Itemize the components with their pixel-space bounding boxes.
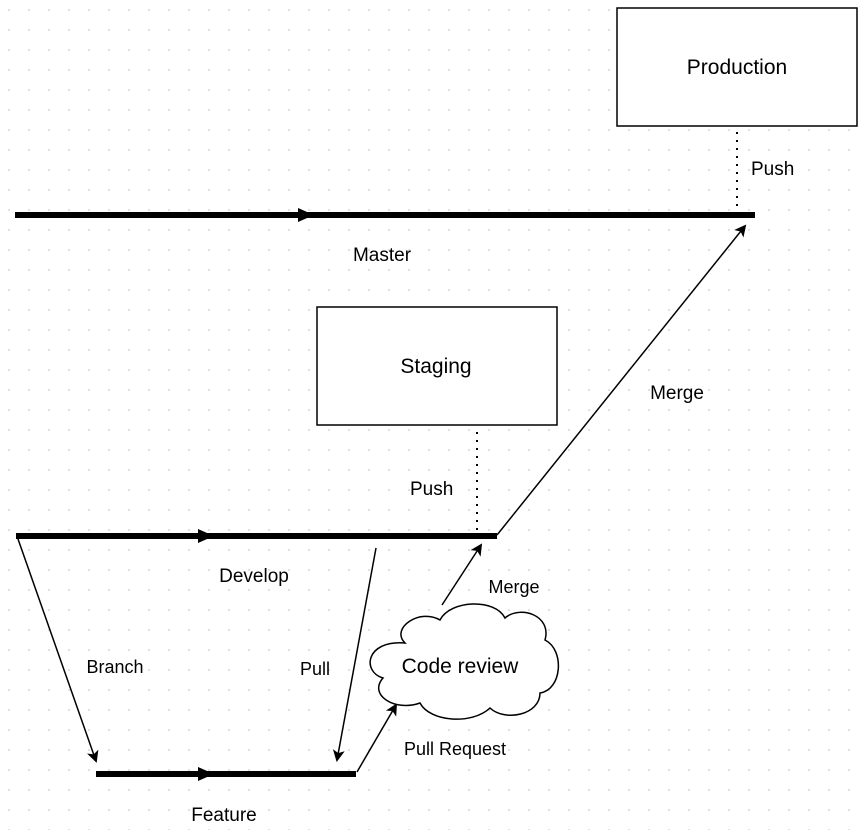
feature-label: Feature (191, 805, 256, 826)
merge-to-develop-label: Merge (488, 577, 539, 597)
push-staging-label: Push (410, 479, 453, 500)
staging-node[interactable]: Staging (316, 306, 558, 426)
branch-arrow (17, 538, 99, 763)
merge-to-master-label: Merge (650, 383, 704, 404)
develop-branch-line[interactable] (16, 529, 497, 543)
push-production-label: Push (751, 159, 794, 180)
staging-label: Staging (400, 355, 471, 378)
feature-direction-arrow-icon (198, 767, 214, 781)
master-label: Master (353, 245, 412, 266)
pull-label: Pull (300, 659, 330, 679)
code-review-node[interactable]: Code review (369, 603, 559, 720)
develop-direction-arrow-icon (198, 529, 214, 543)
master-direction-arrow-icon (298, 208, 314, 222)
pull-arrow (332, 547, 377, 762)
merge-to-develop-arrow (441, 543, 483, 606)
develop-label: Develop (219, 566, 289, 587)
cloud-shape (369, 603, 559, 720)
production-node[interactable]: Production (616, 7, 858, 127)
master-branch-line[interactable] (15, 208, 755, 222)
merge-to-master-arrow (496, 224, 747, 536)
pull-request-label: Pull Request (404, 739, 506, 759)
code-review-label: Code review (402, 655, 520, 678)
feature-branch-line[interactable] (96, 767, 356, 781)
branch-label: Branch (86, 657, 143, 677)
production-label: Production (687, 56, 787, 79)
pull-request-arrow (356, 703, 398, 773)
